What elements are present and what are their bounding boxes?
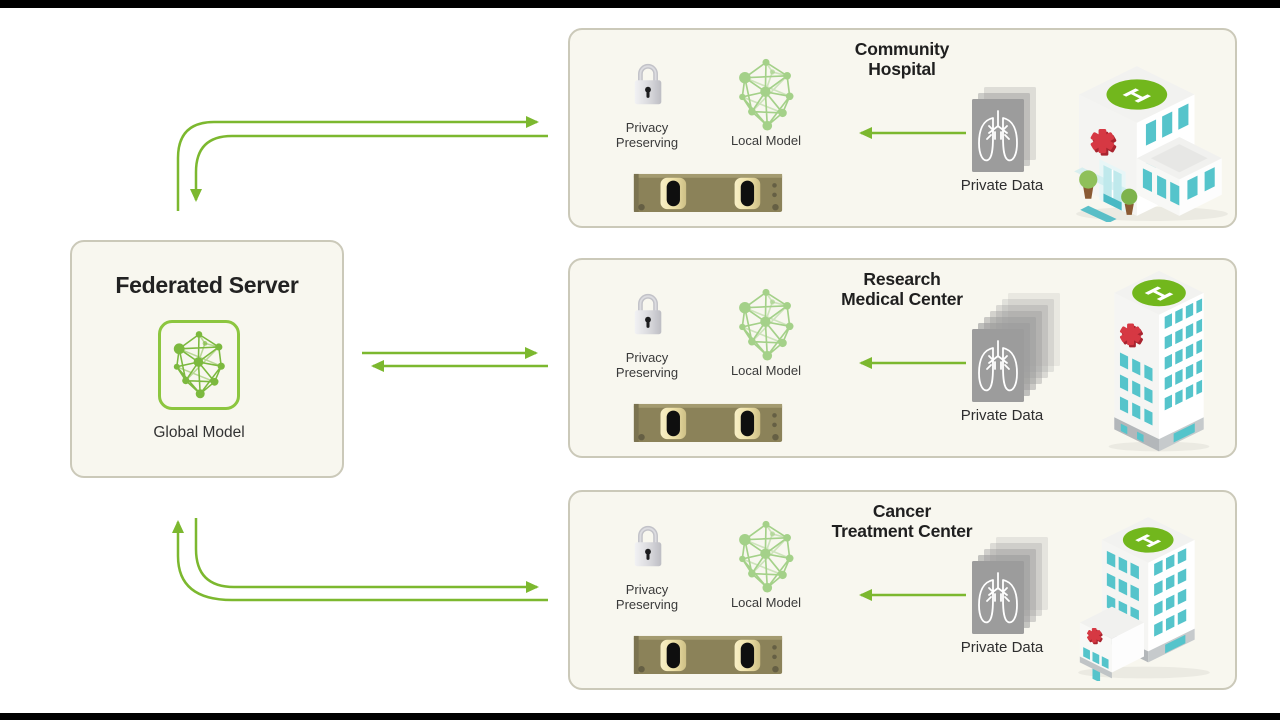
privacy-preserving-label: Privacy Preserving xyxy=(615,350,679,380)
arrow-cancer-to-server xyxy=(172,520,548,602)
federated-server-panel: Federated Server Global Model xyxy=(70,240,344,478)
federated-server-title: Federated Server xyxy=(115,272,299,298)
global-model-frame xyxy=(158,320,240,410)
arrow-server-to-cancer xyxy=(194,518,539,593)
global-model-label: Global Model xyxy=(153,424,245,441)
local-model-label: Local Model xyxy=(730,595,802,610)
institution-panel-research-medical-center: Research Medical Center Privacy Preservi… xyxy=(568,258,1237,458)
server-rack-icon xyxy=(632,170,784,214)
institution-title: Cancer Treatment Center xyxy=(831,501,973,541)
letterbox-bar-top xyxy=(0,0,1280,8)
xray-data-stack-icon xyxy=(972,293,1060,402)
privacy-preserving-label: Privacy Preserving xyxy=(615,120,679,150)
private-data-label: Private Data xyxy=(960,177,1044,194)
private-data-label: Private Data xyxy=(960,407,1044,424)
lock-icon xyxy=(629,60,667,108)
institution-title: Research Medical Center xyxy=(841,269,963,309)
institution-panel-cancer-treatment-center: Cancer Treatment Center Privacy Preservi… xyxy=(568,490,1237,690)
arrow-server-to-community xyxy=(176,116,539,211)
arrow-community-to-server xyxy=(190,134,548,202)
global-model-neural-network-icon xyxy=(169,329,229,401)
local-model-label: Local Model xyxy=(730,133,802,148)
xray-data-stack-icon xyxy=(972,537,1048,634)
xray-data-stack-icon xyxy=(972,87,1036,172)
private-data-label: Private Data xyxy=(960,639,1044,656)
cancer-treatment-center-building-illustration xyxy=(1078,517,1210,681)
local-model-label: Local Model xyxy=(730,363,802,378)
letterbox-bar-bottom xyxy=(0,713,1280,720)
local-model-neural-network-icon xyxy=(734,286,798,364)
tree-icon xyxy=(1121,188,1138,215)
server-rack-icon xyxy=(632,400,784,444)
local-model-neural-network-icon xyxy=(734,56,798,134)
lock-icon xyxy=(629,522,667,570)
local-model-neural-network-icon xyxy=(734,518,798,596)
community-hospital-building-illustration xyxy=(1074,66,1228,222)
institution-panel-community-hospital: Community Hospital Privacy Preserving Lo… xyxy=(568,28,1237,228)
research-medical-center-building-illustration xyxy=(1108,270,1210,452)
server-rack-icon xyxy=(632,632,784,676)
institution-title: Community Hospital xyxy=(854,39,950,79)
tree-icon xyxy=(1079,170,1098,199)
lock-icon xyxy=(629,290,667,338)
privacy-preserving-label: Privacy Preserving xyxy=(615,582,679,612)
